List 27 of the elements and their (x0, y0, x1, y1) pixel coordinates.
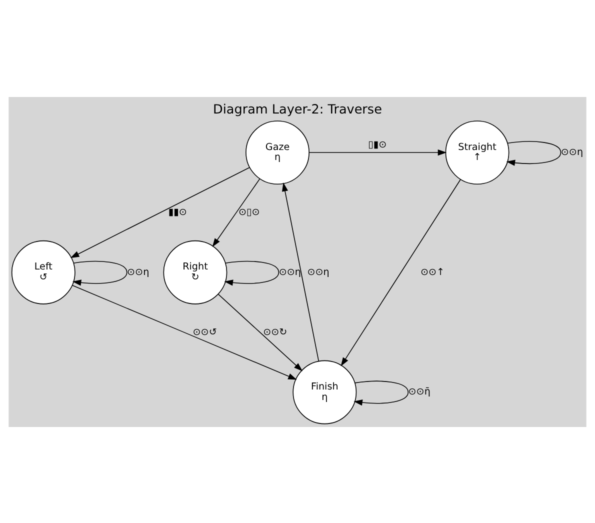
arrow (224, 260, 280, 286)
edge-label: ⊙⊙η̄ (408, 386, 430, 398)
edge-label: ⊙⊙η (127, 266, 150, 278)
arrow (212, 178, 260, 247)
arrow (72, 284, 297, 380)
edge-label: ⊙▯⊙ (238, 206, 260, 218)
edge-label: ▮▮⊙ (168, 206, 187, 218)
arrow (340, 178, 461, 366)
edge-label: ⊙⊙↻ (263, 326, 288, 338)
arrow (354, 380, 409, 406)
edge-label: ⊙⊙η (307, 266, 330, 278)
arrow (72, 260, 128, 286)
edge-label: ⊙⊙↑ (420, 266, 445, 278)
node-circle: Left ↺ (11, 240, 76, 304)
node-circle: Straight ↑ (445, 120, 510, 184)
edge-label: ▯▮⊙ (368, 138, 387, 150)
arrow (308, 148, 447, 156)
arrow (218, 293, 303, 371)
edge-label: ⊙⊙↺ (192, 326, 217, 338)
arrow (506, 140, 562, 166)
node-circle: Right ↻ (163, 240, 228, 304)
node-circle: Gaze η (246, 120, 310, 184)
arrow (282, 182, 320, 362)
edge-label: ⊙⊙η (560, 146, 584, 158)
diagram-title: Diagram Layer-2: Traverse (213, 102, 382, 118)
edge-label: ⊙⊙η (278, 266, 301, 278)
arrow (70, 166, 250, 258)
